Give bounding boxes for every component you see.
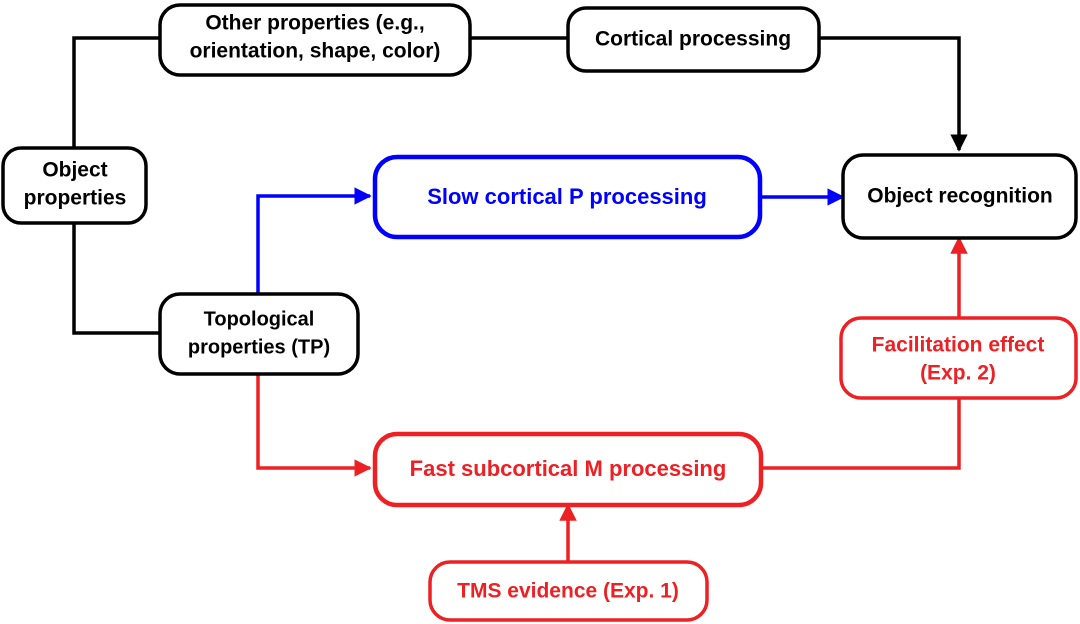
node-other-properties[interactable]: Other properties (e.g., orientation, sha… (158, 3, 472, 77)
node-tms-evidence-box[interactable] (428, 560, 709, 622)
node-facilitation-effect-label-line2: (Exp. 2) (920, 362, 996, 385)
node-slow-cortical-p-label: Slow cortical P processing (427, 184, 707, 209)
node-cortical-processing[interactable]: Cortical processing (566, 6, 821, 73)
node-topological-properties-box[interactable] (158, 292, 360, 376)
node-topological-properties-label-line2: properties (TP) (188, 336, 330, 358)
node-cortical-processing-box[interactable] (566, 6, 821, 73)
node-object-recognition-label: Object recognition (867, 185, 1053, 208)
node-tms-evidence[interactable]: TMS evidence (Exp. 1) (428, 560, 709, 622)
node-object-properties[interactable]: Object properties (1, 146, 148, 225)
edge-cortical-processing-to-object-recognition (819, 36, 968, 152)
node-fast-subcortical-m[interactable]: Fast subcortical M processing (372, 431, 764, 508)
node-fast-subcortical-m-label: Fast subcortical M processing (410, 456, 727, 481)
edge-fast-subcortical-m-to-object-recognition (761, 236, 968, 470)
node-slow-cortical-p[interactable]: Slow cortical P processing (372, 154, 763, 240)
node-slow-cortical-p-box[interactable] (372, 154, 763, 240)
node-object-recognition-box[interactable] (841, 153, 1078, 240)
edge-topological-properties-to-fast-subcortical-m (256, 374, 372, 477)
node-fast-subcortical-m-box[interactable] (372, 431, 764, 508)
node-facilitation-effect[interactable]: Facilitation effect (Exp. 2) (839, 316, 1078, 400)
edge-layer (72, 36, 968, 562)
node-topological-properties[interactable]: Topological properties (TP) (158, 292, 360, 376)
node-object-properties-box[interactable] (1, 146, 148, 225)
node-facilitation-effect-label-line1: Facilitation effect (872, 334, 1045, 357)
edge-topological-properties-to-slow-cortical-p (256, 187, 372, 333)
node-other-properties-label-line2: orientation, shape, color) (190, 40, 441, 63)
node-tms-evidence-label: TMS evidence (Exp. 1) (457, 580, 679, 603)
node-other-properties-label-line1: Other properties (e.g., (205, 12, 424, 35)
node-topological-properties-label-line1: Topological (204, 308, 315, 330)
node-object-recognition[interactable]: Object recognition (841, 153, 1078, 240)
node-object-properties-label-line1: Object (42, 159, 107, 182)
node-object-properties-label-line2: properties (24, 187, 127, 210)
node-facilitation-effect-box[interactable] (839, 316, 1078, 400)
node-other-properties-box[interactable] (158, 3, 472, 77)
node-cortical-processing-label: Cortical processing (595, 28, 791, 51)
